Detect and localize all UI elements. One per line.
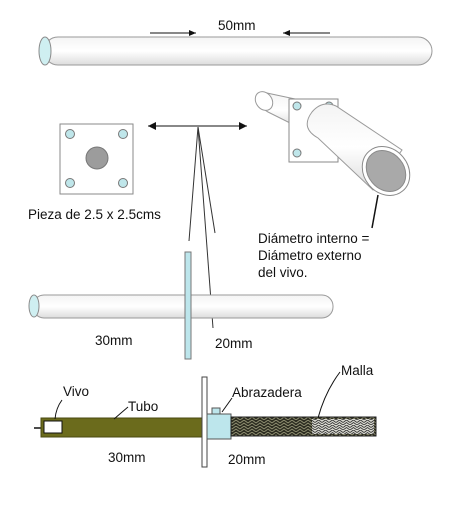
diameter-pointer [371, 194, 379, 229]
bottom-assembly [34, 376, 377, 468]
tubo-label: Tubo [128, 399, 158, 414]
svg-text:del vivo.: del vivo. [258, 265, 308, 280]
vivo-label: Vivo [63, 384, 89, 399]
abrazadera-label: Abrazadera [232, 385, 302, 400]
top-tube [38, 36, 433, 66]
bolt-hole-icon [65, 129, 75, 139]
plate-size-label: Pieza de 2.5 x 2.5cms [28, 207, 161, 222]
mid-left-length: 30mm [95, 333, 133, 348]
vivo-core [43, 420, 63, 434]
center-hole [85, 146, 109, 170]
plate-front-view [59, 123, 134, 195]
bottom-right-length: 20mm [228, 452, 266, 467]
mid-plate-side [184, 251, 192, 360]
bolt-hole-icon [118, 129, 128, 139]
bolt-hole-icon [292, 148, 302, 158]
perspective-plate-tube [254, 91, 411, 196]
bottom-left-length: 30mm [108, 450, 146, 465]
mid-right-length: 20mm [215, 336, 253, 351]
top-length-label: 50mm [218, 18, 256, 33]
diameter-note: Diámetro interno = Diámetro externo del … [258, 231, 370, 280]
top-length-dimension: 50mm [150, 18, 330, 36]
bolt-hole-icon [65, 178, 75, 188]
bottom-plate-side [201, 376, 208, 468]
bolt-hole-icon [292, 101, 302, 111]
svg-text:Diámetro externo: Diámetro externo [258, 248, 362, 263]
tubo-rod [40, 417, 204, 438]
svg-text:Diámetro interno =: Diámetro interno = [258, 231, 370, 246]
malla-label: Malla [341, 363, 374, 378]
bolt-hole-icon [118, 178, 128, 188]
abrazadera-clamp [206, 413, 232, 440]
mid-tube [28, 294, 334, 319]
